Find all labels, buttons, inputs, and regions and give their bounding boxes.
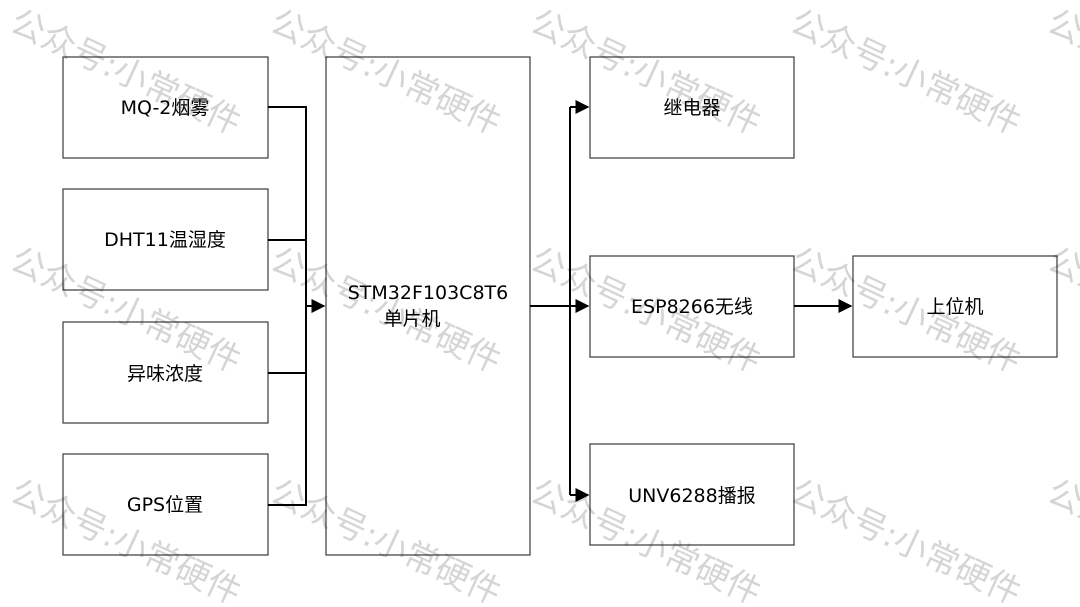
watermark-text: 公众号:小常硬件 <box>784 472 1027 607</box>
smoke-sensor-box <box>62 56 269 159</box>
temp-humidity-sensor-box <box>62 188 269 291</box>
temp-humidity-sensor-label: DHT11温湿度 <box>104 229 226 251</box>
relay-box <box>589 56 795 159</box>
gps-module-label: GPS位置 <box>127 494 203 516</box>
wifi-module-box <box>589 255 795 358</box>
relay-block: 继电器 <box>589 56 795 159</box>
gps-module-box <box>62 453 269 556</box>
gps-module-block: GPS位置 <box>62 453 269 556</box>
host-computer-block: 上位机 <box>852 255 1058 358</box>
wifi-module-block: ESP8266无线 <box>589 255 795 358</box>
mcu-label-line2: 单片机 <box>383 308 440 330</box>
mcu-box <box>325 56 531 556</box>
relay-label: 继电器 <box>663 97 720 119</box>
watermark-text: 公众号:小常硬件 <box>1041 2 1080 144</box>
smoke-sensor-block: MQ-2烟雾 <box>62 56 269 159</box>
smoke-sensor-label: MQ-2烟雾 <box>121 97 210 119</box>
odor-sensor-block: 异味浓度 <box>62 321 269 424</box>
voice-module-label: UNV6288播报 <box>628 485 755 507</box>
wifi-module-label: ESP8266无线 <box>631 296 753 318</box>
mcu-label-line1: STM32F103C8T6 <box>348 282 508 304</box>
output-bus <box>530 100 853 502</box>
mcu-block: STM32F103C8T6 单片机 <box>325 56 531 556</box>
host-computer-box <box>852 255 1058 358</box>
voice-module-block: UNV6288播报 <box>589 443 795 546</box>
input-bus <box>268 106 326 506</box>
host-computer-label: 上位机 <box>926 296 983 318</box>
voice-module-box <box>589 443 795 546</box>
watermark-text: 公众号:小常硬件 <box>784 2 1027 144</box>
odor-sensor-label: 异味浓度 <box>127 363 203 385</box>
temp-humidity-sensor-block: DHT11温湿度 <box>62 188 269 291</box>
watermark-text: 公众号:小常硬件 <box>1041 472 1080 607</box>
odor-sensor-box <box>62 321 269 424</box>
